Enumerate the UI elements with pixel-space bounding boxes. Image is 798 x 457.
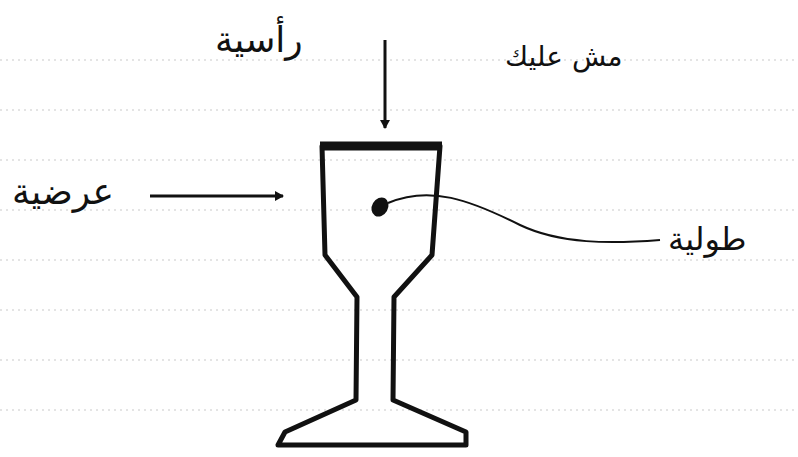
longitudinal-label: طولية [668, 220, 747, 258]
lateral-label: عرضية [12, 170, 114, 213]
leader-line [388, 195, 660, 242]
vertical-arrow [384, 40, 387, 128]
rail-section [278, 146, 466, 445]
note-label: مش عليك [505, 40, 623, 74]
ruled-lines [0, 60, 798, 410]
rail-top [320, 142, 442, 151]
lateral-arrow [150, 195, 283, 198]
axis-dot [368, 194, 392, 219]
vertical-label: رأسية [215, 18, 303, 61]
